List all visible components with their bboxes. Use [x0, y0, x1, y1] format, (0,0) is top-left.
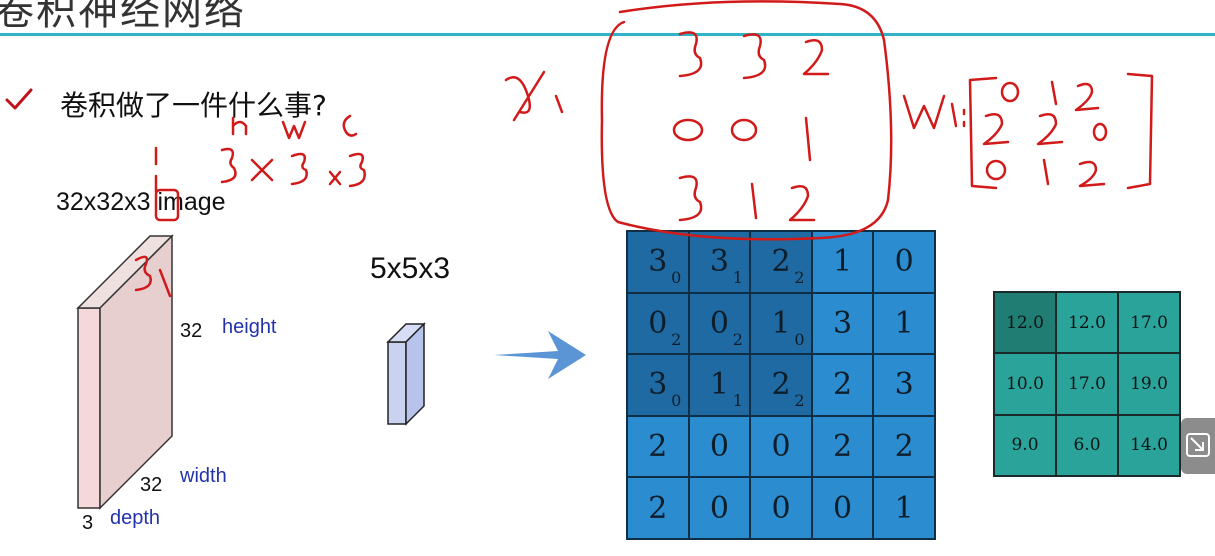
kernel-weight: 2 [794, 268, 805, 288]
output-cell: 17.0 [1057, 354, 1117, 414]
input-cell: 0 [812, 478, 873, 538]
input-cell: 0 [751, 416, 811, 477]
cell-value: 2 [894, 429, 914, 465]
input-cell: 3 [812, 293, 873, 354]
input-cell: 1 [874, 478, 934, 538]
input-cell: 0 [689, 416, 750, 477]
height-caption: height [222, 316, 277, 338]
input-cell: 2 [812, 355, 873, 415]
output-cell: 12.0 [995, 293, 1055, 353]
slide-header: 卷积神经网络 [0, 0, 1215, 34]
output-cell: 14.0 [1119, 415, 1179, 475]
input-cell: 3 [874, 355, 934, 415]
input-cell: 0 [751, 478, 811, 538]
checkmark-icon [5, 88, 33, 110]
depth-value: 3 [82, 512, 94, 534]
cell-value: 0 [709, 429, 729, 465]
output-cell: 17.0 [1119, 293, 1179, 353]
header-divider [0, 33, 1215, 36]
cell-value: 3 [894, 367, 914, 403]
cell-value: 2 [648, 429, 668, 465]
question-text: 卷积做了一件什么事? [60, 89, 327, 122]
cell-value: 0 [709, 490, 729, 526]
input-cell: 1 [874, 293, 934, 354]
expand-panel-button[interactable] [1181, 418, 1215, 474]
cell-value: 0 [771, 490, 791, 526]
cell-value: 0 [894, 244, 914, 280]
input-cell: 2 [812, 416, 873, 477]
cell-value: 3 [833, 305, 853, 341]
output-cell: 10.0 [995, 354, 1055, 414]
input-cell: 1 [812, 232, 873, 292]
filter-size-label: 5x5x3 [370, 252, 451, 285]
output-cell: 6.0 [1057, 415, 1117, 475]
kernel-weight: 2 [671, 329, 682, 349]
width-caption: width [180, 465, 227, 487]
input-cell: 0 [689, 478, 750, 538]
input-cell: 2 [628, 478, 688, 538]
cell-value: 0 [771, 429, 791, 465]
input-cell: 0 [874, 232, 934, 292]
input-cell: 2 [628, 416, 688, 477]
cell-value: 0 [833, 490, 853, 526]
kernel-weight: 0 [671, 268, 682, 288]
cell-value: 1 [833, 244, 853, 280]
slide-title: 卷积神经网络 [0, 0, 246, 34]
output-cell: 9.0 [995, 415, 1055, 475]
kernel-weight: 2 [794, 391, 805, 411]
kernel-weight: 1 [732, 391, 743, 411]
image-volume-box [76, 234, 174, 510]
cell-value: 2 [833, 429, 853, 465]
right-arrow-icon [494, 331, 586, 379]
collapse-icon [1186, 433, 1210, 457]
depth-caption: depth [110, 507, 161, 529]
output-cell: 12.0 [1057, 293, 1117, 353]
kernel-weight: 1 [732, 268, 743, 288]
cell-value: 2 [648, 490, 668, 526]
cell-value: 1 [894, 305, 914, 341]
height-value: 32 [180, 320, 203, 342]
kernel-weight: 0 [794, 329, 805, 349]
output-cell: 19.0 [1119, 354, 1179, 414]
filter-box [386, 322, 426, 426]
image-volume-label: 32x32x3 image [56, 188, 226, 216]
input-cell: 2 [874, 416, 934, 477]
kernel-weight: 0 [671, 391, 682, 411]
cell-value: 1 [894, 490, 914, 526]
cell-value: 2 [833, 367, 853, 403]
kernel-weight: 2 [732, 329, 743, 349]
width-value: 32 [140, 474, 163, 496]
